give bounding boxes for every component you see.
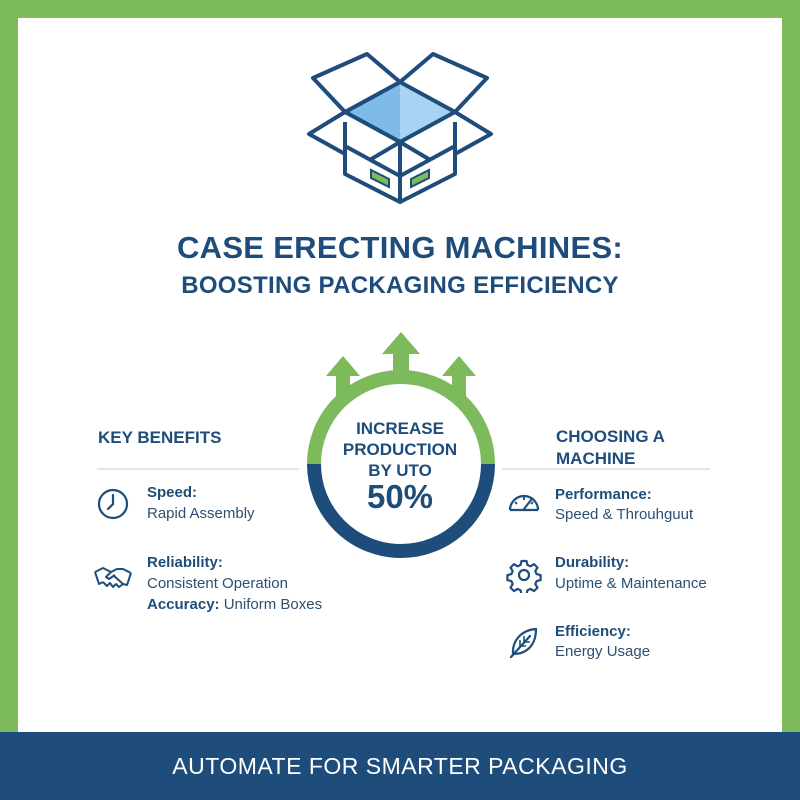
increase-percent: 50% — [366, 478, 434, 515]
increase-label: INCREASE PRODUCTION BY UTO — [342, 419, 458, 480]
footer-text: AUTOMATE FOR SMARTER PACKAGING — [172, 752, 628, 779]
open-box-icon — [307, 52, 493, 204]
gear-icon — [506, 559, 542, 593]
choose-durability-desc: Uptime & Maintenance — [555, 575, 707, 592]
choose-durability-title: Durability: — [555, 554, 630, 571]
growth-circle — [307, 332, 495, 558]
up-arrows-icon — [326, 332, 476, 400]
handshake-icon — [94, 567, 132, 588]
divider — [97, 468, 299, 470]
choose-performance-title: Performance: — [555, 486, 652, 503]
divider — [502, 468, 710, 470]
page-title: CASE ERECTING MACHINES: — [176, 230, 624, 265]
speedometer-icon — [508, 494, 540, 512]
benefit-accuracy: Accuracy: Uniform Boxes — [147, 596, 323, 613]
key-benefits-heading: KEY BENEFITS — [98, 428, 222, 447]
choose-performance-desc: Speed & Throuhguut — [555, 506, 694, 523]
clock-icon — [97, 488, 129, 520]
choosing-heading: CHOOSING A MACHINE — [556, 427, 665, 468]
page-subtitle: BOOSTING PACKAGING EFFICIENCY — [181, 272, 619, 299]
benefit-speed-desc: Rapid Assembly — [147, 505, 255, 522]
leaf-icon — [509, 627, 538, 659]
benefit-reliability-desc: Consistent Operation — [147, 575, 288, 592]
benefit-speed-title: Speed: — [147, 484, 198, 501]
choose-efficiency-title: Efficiency: — [555, 623, 631, 640]
choose-efficiency-desc: Energy Usage — [555, 643, 651, 660]
benefit-reliability-title: Reliability: — [147, 554, 223, 571]
footer-banner: AUTOMATE FOR SMARTER PACKAGING — [0, 732, 800, 800]
